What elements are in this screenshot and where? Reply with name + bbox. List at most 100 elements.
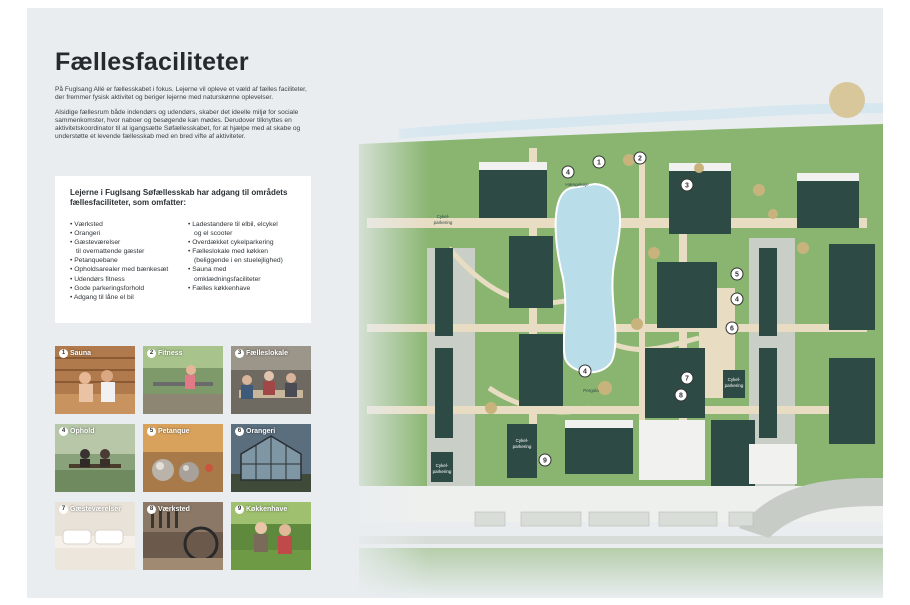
tile-number: 2 — [147, 349, 156, 358]
lake — [554, 182, 622, 374]
tile-title: Sauna — [70, 350, 92, 357]
facility-item: • Opholdsarealer med bænkesæt — [70, 266, 169, 274]
facility-item: • Udendørs fitness — [70, 275, 125, 283]
tile-title: Fælleslokale — [246, 350, 289, 357]
facility-item: • Gæsteværelser — [70, 239, 121, 247]
map-marker[interactable]: 4 — [578, 364, 592, 378]
svg-text:8: 8 — [679, 393, 683, 400]
facility-item: • Værksted — [70, 221, 103, 228]
map-label-cykel: Cykel- — [728, 377, 741, 382]
map-marker[interactable]: 7 — [680, 371, 694, 385]
svg-text:5: 5 — [735, 272, 739, 279]
svg-text:4: 4 — [583, 369, 587, 376]
svg-text:2: 2 — [638, 156, 642, 163]
tile-title: Petanque — [158, 428, 190, 435]
tile-title: Værksted — [158, 506, 190, 513]
map-marker[interactable]: 3 — [680, 178, 694, 192]
map-label-parkering: parkering — [434, 220, 453, 225]
fitness-photo-icon — [143, 346, 223, 414]
map-label-parkering: parkering — [433, 469, 452, 474]
facility-item-cont: omklædningsfaciliteter — [194, 275, 261, 283]
tile-title: Orangeri — [246, 428, 276, 435]
svg-text:4: 4 — [735, 297, 739, 304]
community-room-photo-icon — [231, 346, 311, 414]
facility-item-cont: og el scooter — [194, 230, 233, 238]
facilities-list-right: • Ladestandere til elbil, elcykel og el … — [188, 220, 283, 293]
facilities-heading: Lejerne i Fuglsang Søfællesskab har adga… — [70, 188, 288, 207]
tile-number: 5 — [147, 427, 156, 436]
workshop-photo-icon — [143, 502, 223, 570]
svg-text:9: 9 — [543, 458, 547, 465]
tile-number: 1 — [59, 349, 68, 358]
page-title: Fællesfaciliteter — [55, 48, 249, 76]
tile-title: Køkkenhave — [246, 506, 288, 513]
brochure-page: Fællesfaciliteter På Fuglsang Allé er fæ… — [27, 8, 883, 598]
map-marker[interactable]: 9 — [538, 453, 552, 467]
site-plan-map: 1 2 3 4 4 5 4 6 7 8 9 Hængekøje Pergola … — [339, 8, 883, 598]
map-label-parkering: parkering — [725, 383, 744, 388]
intro-paragraph-2: Alsidige fællesrum både indendørs og ude… — [55, 108, 301, 141]
map-label-cykel: Cykel- — [437, 214, 450, 219]
facility-item: • Petanquebane — [70, 257, 118, 265]
guestroom-photo-icon — [55, 502, 135, 570]
greenhouse-photo-icon — [231, 424, 311, 492]
map-label-cykel: Cykel- — [516, 438, 529, 443]
facility-item: • Ladestandere til elbil, elcykel — [188, 221, 278, 228]
intro-text: På Fuglsang Allé er fællesskabet i fokus… — [55, 86, 317, 148]
roundabout-icon — [829, 82, 865, 118]
map-label-pergola: Pergola — [583, 388, 599, 393]
tile-number: 6 — [235, 427, 244, 436]
map-marker[interactable]: 1 — [592, 155, 606, 169]
map-label-haengekoje: Hængekøje — [565, 182, 589, 187]
facility-item-cont: til overnattende gæster — [76, 248, 145, 256]
tile-number: 7 — [59, 505, 68, 514]
facility-item: • Sauna med — [188, 266, 227, 274]
tile-title: Ophold — [70, 428, 95, 435]
facility-item: • Adgang til låne el bil — [70, 293, 134, 301]
sauna-photo-icon — [55, 346, 135, 414]
garden-photo-icon — [231, 502, 311, 570]
facility-item: • Gode parkeringsforhold — [70, 284, 145, 292]
map-marker[interactable]: 5 — [730, 267, 744, 281]
map-marker[interactable]: 8 — [674, 388, 688, 402]
facility-item: • Fælles køkkenhave — [188, 284, 251, 292]
facility-item-cont: (beliggende i en stuelejlighed) — [194, 257, 283, 265]
facilities-card: Lejerne i Fuglsang Søfællesskab har adga… — [55, 176, 311, 323]
bench-photo-icon — [55, 424, 135, 492]
svg-text:6: 6 — [730, 326, 734, 333]
map-label-cykel: Cykel- — [436, 463, 449, 468]
buildings — [431, 170, 875, 490]
tile-number: 3 — [235, 349, 244, 358]
tile-title: Gæsteværelser — [70, 506, 121, 513]
facility-item: • Fælleslokale med køkken — [188, 248, 269, 256]
map-marker[interactable]: 4 — [730, 292, 744, 306]
map-marker[interactable]: 4 — [561, 165, 575, 179]
map-label-parkering: parkering — [513, 444, 532, 449]
map-marker[interactable]: 6 — [725, 321, 739, 335]
map-marker[interactable]: 2 — [633, 151, 647, 165]
facilities-list-left: • Værksted • Orangeri • Gæsteværelser ti… — [70, 220, 168, 302]
facility-item: • Overdækket cykelparkering — [188, 239, 274, 247]
svg-text:4: 4 — [566, 170, 570, 177]
svg-text:3: 3 — [685, 183, 689, 190]
svg-text:7: 7 — [685, 376, 689, 383]
tile-title: Fitness — [158, 350, 183, 357]
intro-paragraph-1: På Fuglsang Allé er fællesskabet i fokus… — [55, 86, 307, 102]
tile-number: 9 — [235, 505, 244, 514]
petanque-photo-icon — [143, 424, 223, 492]
